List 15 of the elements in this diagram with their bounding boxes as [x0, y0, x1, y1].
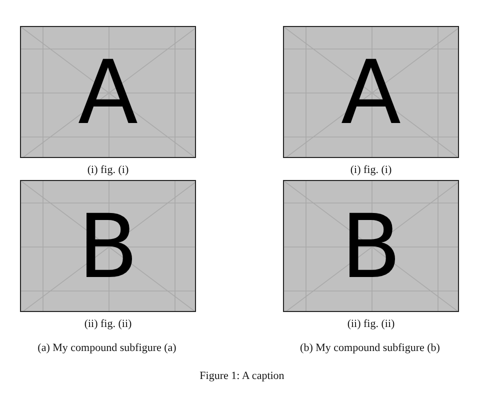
subfigure-caption: (b) My compound subfigure (b): [300, 342, 440, 354]
subfigure-caption: (a) My compound subfigure (a): [38, 342, 176, 354]
image-caption: (ii) fig. (ii): [347, 318, 395, 330]
image-letter: A: [78, 49, 138, 137]
image-letter: B: [340, 203, 402, 291]
placeholder-image: [20, 26, 196, 158]
placeholder-image: [20, 180, 196, 312]
image-caption: (i) fig. (i): [350, 164, 392, 176]
image-caption: (ii) fig. (ii): [84, 318, 132, 330]
placeholder-image: [283, 26, 459, 158]
placeholder-image: [283, 180, 459, 312]
image-letter: A: [340, 49, 402, 137]
image-letter: B: [78, 203, 138, 291]
image-caption: (i) fig. (i): [87, 164, 129, 176]
figure-caption: Figure 1: A caption: [200, 370, 284, 382]
